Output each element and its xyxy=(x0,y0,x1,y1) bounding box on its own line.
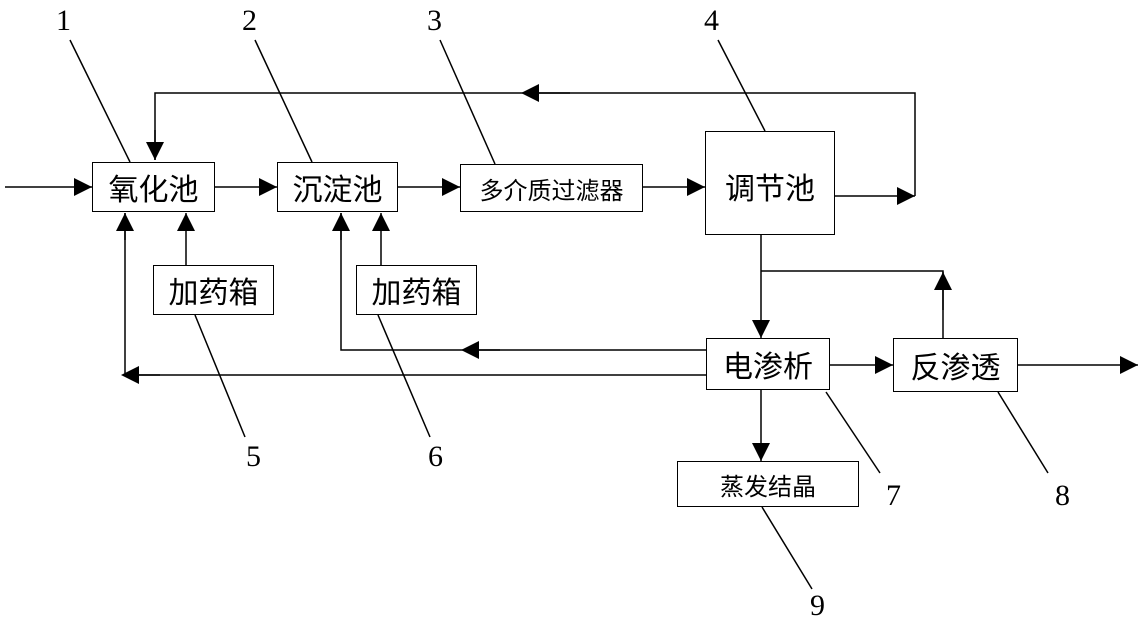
ref-number-1: 1 xyxy=(56,4,71,37)
reverse-osmosis-label: 反渗透 xyxy=(910,351,1001,386)
leader-9 xyxy=(761,506,813,590)
leader-1 xyxy=(69,39,131,163)
ref-number-4: 4 xyxy=(704,4,719,37)
evaporation-crystallization-label: 蒸发结晶 xyxy=(720,472,816,501)
leader-2 xyxy=(254,39,313,163)
dosing-box-2-label: 加药箱 xyxy=(371,276,462,311)
regulating-tank-box: 调节池 xyxy=(705,131,835,235)
evaporation-crystallization-box: 蒸发结晶 xyxy=(677,461,859,507)
reverse-osmosis-box: 反渗透 xyxy=(893,338,1018,392)
multimedia-filter-label: 多介质过滤器 xyxy=(479,176,624,205)
electrodialysis-box: 电渗析 xyxy=(706,338,830,390)
ref-number-7: 7 xyxy=(886,479,901,512)
leader-5 xyxy=(194,314,246,438)
ref-number-2: 2 xyxy=(242,4,257,37)
dosing-box-2: 加药箱 xyxy=(356,265,477,315)
leader-6 xyxy=(377,314,431,438)
oxidation-tank-box: 氧化池 xyxy=(92,162,215,212)
regulating-tank-label: 调节池 xyxy=(725,172,815,207)
leader-7 xyxy=(825,391,881,474)
ref-number-8: 8 xyxy=(1055,479,1070,512)
ref-number-9: 9 xyxy=(810,589,825,622)
dosing-box-1: 加药箱 xyxy=(153,265,274,315)
electrodialysis-label: 电渗析 xyxy=(723,350,813,385)
ed-to-sedimentation-line xyxy=(340,213,706,351)
ref-number-3: 3 xyxy=(427,4,442,37)
ro-recycle-line xyxy=(761,270,944,338)
oxidation-tank-label: 氧化池 xyxy=(108,173,199,208)
ref-number-6: 6 xyxy=(428,440,443,473)
ref-number-5: 5 xyxy=(246,440,261,473)
sedimentation-tank-box: 沉淀池 xyxy=(277,162,398,212)
dosing-box-1-label: 加药箱 xyxy=(168,276,259,311)
sedimentation-tank-label: 沉淀池 xyxy=(292,173,383,208)
multimedia-filter-box: 多介质过滤器 xyxy=(460,164,643,212)
leader-3 xyxy=(439,39,496,165)
leader-8 xyxy=(997,391,1049,474)
leader-4 xyxy=(717,39,766,132)
